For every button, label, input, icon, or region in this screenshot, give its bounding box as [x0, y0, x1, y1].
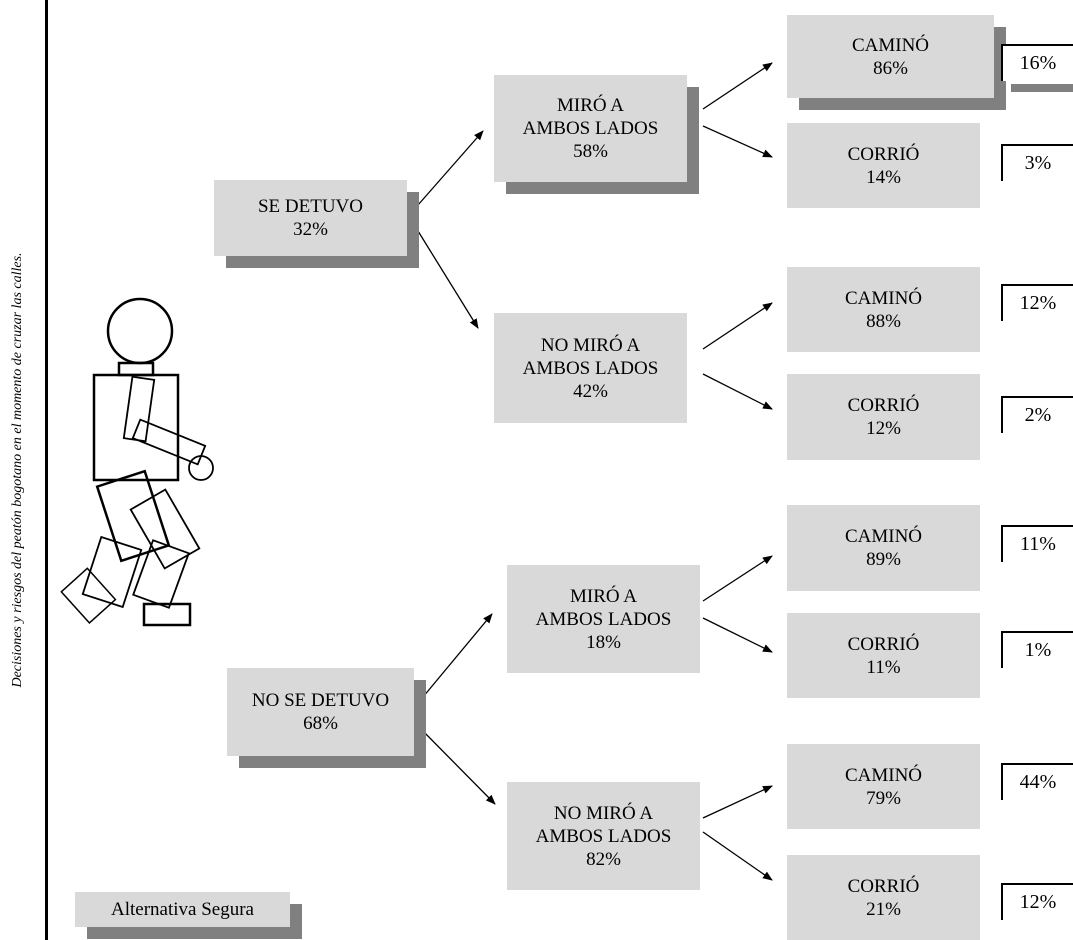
node-no-miro-b-label: NO MIRÓ A AMBOS LADOS 82%: [535, 802, 672, 870]
outcome-3: 12%: [1001, 284, 1073, 321]
legend: Alternativa Segura: [75, 892, 302, 939]
arrow-nodetuvo-miro: [417, 613, 493, 704]
legend-label: Alternativa Segura: [75, 892, 290, 927]
arrow-a-corrio: [702, 125, 773, 158]
arrow-c-corrio: [702, 617, 773, 653]
node-camino-2: CAMINÓ 88%: [787, 267, 980, 352]
arrow-detuvo-nomiro: [417, 230, 479, 329]
node-se-detuvo: SE DETUVO 32%: [214, 180, 419, 268]
node-miro-b: MIRÓ A AMBOS LADOS 18%: [507, 565, 700, 673]
node-no-miro-b: NO MIRÓ A AMBOS LADOS 82%: [507, 782, 700, 890]
outcome-5: 11%: [1001, 525, 1073, 562]
arrow-detuvo-miro: [417, 130, 484, 206]
node-camino-1: CAMINÓ 86%: [787, 15, 1006, 110]
outcome-6: 1%: [1001, 631, 1073, 668]
node-corrio-2: CORRIÓ 12%: [787, 374, 980, 460]
arrow-b-corrio: [702, 373, 773, 410]
node-no-miro-a: NO MIRÓ A AMBOS LADOS 42%: [494, 313, 687, 423]
pedestrian-figure: [60, 297, 214, 627]
node-camino-4: CAMINÓ 79%: [787, 744, 980, 829]
arrow-d-corrio: [702, 831, 773, 881]
arrow-a-camino: [702, 62, 773, 110]
node-miro-b-label: MIRÓ A AMBOS LADOS 18%: [535, 585, 672, 653]
node-se-detuvo-label: SE DETUVO 32%: [257, 196, 364, 240]
left-rule: [45, 0, 48, 940]
node-corrio-3-label: CORRIÓ 11%: [847, 633, 920, 678]
node-corrio-1-label: CORRIÓ 14%: [847, 143, 920, 188]
node-no-miro-a-label: NO MIRÓ A AMBOS LADOS 42%: [522, 334, 659, 402]
node-camino-4-label: CAMINÓ 79%: [844, 764, 923, 809]
node-no-se-detuvo-label: NO SE DETUVO 68%: [251, 690, 390, 734]
node-miro-a-label: MIRÓ A AMBOS LADOS 58%: [522, 95, 659, 162]
node-camino-1-label: CAMINÓ 86%: [851, 34, 930, 79]
outcome-2: 3%: [1001, 144, 1073, 181]
node-miro-a: MIRÓ A AMBOS LADOS 58%: [494, 75, 699, 194]
outcome-4: 2%: [1001, 396, 1073, 433]
node-camino-3: CAMINÓ 89%: [787, 505, 980, 591]
node-camino-3-label: CAMINÓ 89%: [844, 526, 923, 570]
outcome-7: 44%: [1001, 763, 1073, 800]
node-corrio-3: CORRIÓ 11%: [787, 613, 980, 698]
arrow-c-camino: [702, 555, 773, 602]
node-camino-2-label: CAMINÓ 88%: [844, 287, 923, 332]
node-corrio-4: CORRIÓ 21%: [787, 855, 980, 940]
node-no-se-detuvo: NO SE DETUVO 68%: [227, 668, 426, 768]
arrow-d-camino: [702, 785, 773, 819]
arrow-b-camino: [702, 302, 773, 350]
outcome-1-shadow: [1011, 84, 1073, 92]
arrow-nodetuvo-nomiro: [417, 725, 496, 805]
outcome-8: 12%: [1001, 883, 1073, 920]
node-corrio-1: CORRIÓ 14%: [787, 123, 980, 208]
node-corrio-2-label: CORRIÓ 12%: [847, 395, 920, 439]
node-corrio-4-label: CORRIÓ 21%: [847, 875, 920, 920]
outcome-1: 16%: [1001, 44, 1073, 81]
